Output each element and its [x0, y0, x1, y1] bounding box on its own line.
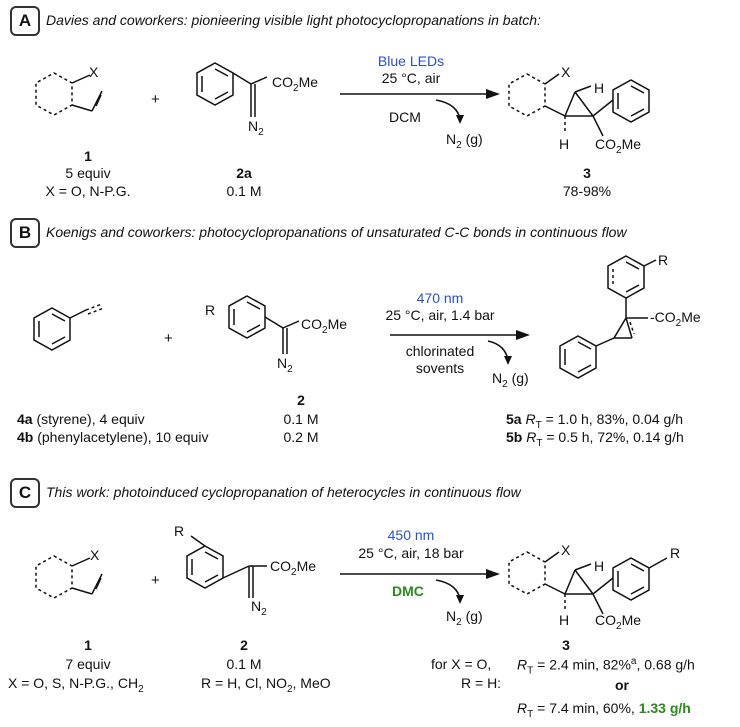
section-b-title: Koenigs and coworkers: photocyclopropana… — [46, 224, 627, 240]
cmpd-3-number-c: 3 — [562, 637, 570, 653]
cond-solvent2-b: sovents — [415, 360, 465, 376]
cmpd-2a-conc: 0.1 M — [226, 183, 262, 199]
result-1-c: RT = 2.4 min, 82%a, 0.68 g/h — [517, 656, 695, 677]
product-r-b: R — [658, 252, 669, 268]
n2-gas-a: N2 (g) — [446, 131, 483, 151]
product-5-structure-b — [559, 255, 657, 379]
cmpd-1-equiv-c: 7 equiv — [65, 656, 111, 672]
reagent-4b: 4b (phenylacetylene), 10 equiv — [17, 429, 209, 445]
diazo-n2-2a: N2 — [248, 118, 264, 138]
result-5b: 5b RT = 0.5 h, 72%, 0.14 g/h — [506, 429, 684, 449]
product-ester-b: -CO2Me — [650, 309, 701, 329]
alkene-alkyne-structure-b — [33, 303, 105, 351]
cmpd-3-yield-a: 78-98% — [562, 183, 612, 199]
compound-2-structure-c — [186, 535, 267, 598]
product-ester-a: CO2Me — [595, 136, 642, 156]
product-3-structure-c — [508, 551, 668, 615]
conc-b-b: 0.2 M — [283, 429, 319, 445]
result-or: or — [615, 677, 629, 693]
section-a-label: A — [10, 6, 40, 36]
hetero-atom-x-c: X — [90, 547, 100, 563]
reaction-arrow-b — [390, 330, 530, 365]
product-h-top-c: H — [594, 558, 605, 574]
product-x-c: X — [561, 542, 571, 558]
result-for-x: for X = O, — [431, 656, 492, 672]
section-c-label: C — [10, 478, 40, 508]
aryl-r-c: R — [174, 523, 185, 539]
cmpd-3-number-a: 3 — [583, 165, 591, 181]
cond-temp-b: 25 °C, air, 1.4 bar — [385, 307, 495, 323]
ester-group-2-c: CO2Me — [270, 558, 317, 578]
product-x-a: X — [561, 64, 571, 80]
reaction-arrow-a — [340, 89, 500, 124]
ester-group-2a: CO2Me — [272, 74, 319, 94]
compound-1-structure-a — [35, 72, 103, 116]
result-5a: 5a RT = 1.0 h, 83%, 0.04 g/h — [506, 411, 683, 431]
cond-solvent-c: DMC — [392, 583, 424, 599]
cond-light-c: 450 nm — [387, 527, 435, 543]
result-r-h: R = H: — [461, 675, 502, 691]
reagent-4a: 4a (styrene), 4 equiv — [17, 411, 145, 427]
cond-light-b: 470 nm — [416, 290, 464, 306]
reaction-arrow-c — [340, 569, 500, 604]
conc-a-b: 0.1 M — [283, 411, 319, 427]
diazo-n2-c: N2 — [251, 598, 267, 618]
cmpd-1-x-c: X = O, S, N-P.G., CH2 — [8, 675, 144, 695]
section-a-title: Davies and coworkers: pionieering visibl… — [46, 12, 541, 28]
cmpd-1-number-c: 1 — [84, 637, 92, 653]
cmpd-1-x-a: X = O, N-P.G. — [45, 183, 131, 199]
compound-2a-structure — [196, 62, 268, 117]
product-r-c: R — [670, 545, 681, 561]
cond-light-a: Blue LEDs — [377, 53, 445, 69]
ester-group-2-b: CO2Me — [301, 316, 348, 336]
plus-sign-a: + — [151, 91, 160, 108]
cmpd-2-number-b: 2 — [297, 392, 305, 408]
product-h-bottom-c: H — [559, 612, 570, 628]
n2-gas-b: N2 (g) — [492, 370, 529, 390]
compound-1-structure-c — [35, 555, 103, 599]
cond-solvent1-b: chlorinated — [405, 343, 475, 359]
cond-temp-a: 25 °C, air — [381, 70, 441, 86]
diazo-n2-b: N2 — [277, 355, 293, 375]
plus-sign-c: + — [151, 572, 160, 589]
product-ester-c: CO2Me — [595, 612, 642, 632]
section-c-title: This work: photoinduced cyclopropanation… — [46, 484, 521, 500]
cmpd-1-number-a: 1 — [84, 148, 92, 164]
cond-temp-c: 25 °C, air, 18 bar — [358, 545, 464, 561]
result-2-c: RT = 7.4 min, 60%, 1.33 g/h — [517, 700, 691, 720]
compound-2-structure-b — [228, 295, 300, 354]
product-h-bottom-a: H — [559, 136, 570, 152]
cmpd-1-equiv-a: 5 equiv — [65, 165, 111, 181]
cond-solvent-a: DCM — [389, 109, 421, 125]
plus-sign-b: + — [164, 330, 173, 347]
product-3-structure-a — [508, 73, 650, 137]
section-b-label: B — [10, 218, 40, 248]
aryl-r-b: R — [205, 302, 216, 318]
cmpd-2-r-c: R = H, Cl, NO2, MeO — [201, 675, 331, 695]
hetero-atom-x: X — [89, 64, 99, 80]
n2-gas-c: N2 (g) — [446, 608, 483, 628]
cmpd-2a-number: 2a — [236, 165, 252, 181]
cmpd-2-number-c: 2 — [240, 637, 248, 653]
product-h-top-a: H — [594, 80, 605, 96]
cmpd-2-conc-c: 0.1 M — [226, 656, 262, 672]
